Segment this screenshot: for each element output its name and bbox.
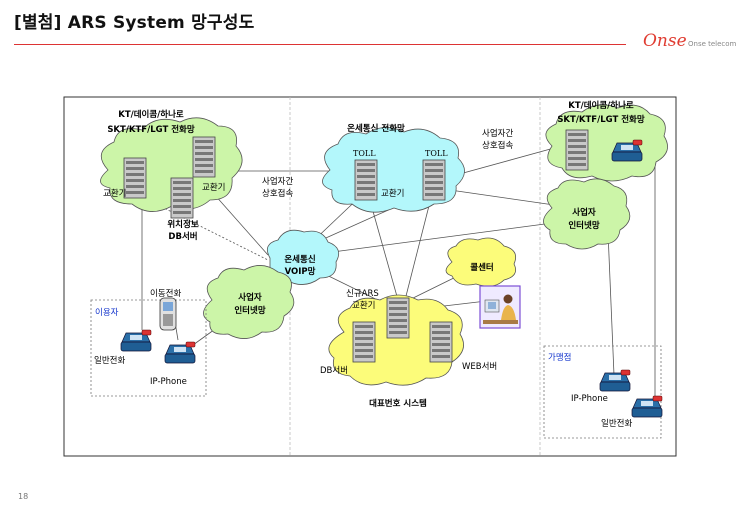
call-center-agent-icon [479, 285, 521, 329]
carrier-network-left-label-2: SKT/KTF/LGT 전화망 [107, 124, 195, 135]
ip-phone-merchant-label: IP-Phone [571, 394, 608, 404]
interconnect-mid-label-2: 상호접속 [262, 188, 293, 199]
interconnect-right-label: 사업자간 [482, 128, 513, 139]
business-internet-cloud-right [543, 178, 631, 250]
switch-left-2 [192, 136, 216, 178]
representative-system-label: 대표번호 시스템 [369, 398, 427, 409]
interconnect-right-label-2: 상호접속 [482, 140, 513, 151]
title-divider [14, 44, 626, 45]
landline-merchant-label: 일반전화 [601, 418, 632, 429]
logo-text: Onse telecom [688, 40, 737, 48]
mobile-phone-label: 이동전화 [150, 288, 181, 299]
switch-left-2-label: 교환기 [202, 182, 225, 193]
switch-left-1 [123, 157, 147, 199]
page-number: 18 [18, 492, 29, 501]
web-server [429, 321, 453, 363]
user-group-box [90, 299, 207, 397]
call-center-cloud [445, 237, 517, 287]
voip-network-label: 온세통신 [284, 254, 315, 265]
business-internet-left-label-2: 인터넷망 [234, 305, 265, 316]
switch-center-label: 교환기 [381, 188, 404, 199]
mobile-phone-icon [159, 297, 177, 331]
call-center-label: 콜센터 [470, 262, 493, 273]
toll-right-label: TOLL [425, 149, 448, 158]
interconnect-mid-label: 사업자간 [262, 176, 293, 187]
logo-mark: Onse [643, 31, 687, 51]
business-internet-left-label: 사업자 [238, 292, 262, 303]
location-db-label-2: DB서버 [168, 231, 197, 242]
business-internet-right-label-2: 인터넷망 [568, 220, 599, 231]
landline-user-label: 일반전화 [94, 355, 125, 366]
toll-left-label: TOLL [353, 149, 376, 158]
user-box-label: 이용자 [95, 307, 119, 318]
page-title: [별첨] ARS System 망구성도 [14, 13, 255, 33]
ip-phone-user-label: IP-Phone [150, 377, 187, 387]
representative-system-cloud [328, 294, 464, 386]
db-server [352, 321, 376, 363]
carrier-network-right-label: KT/데이콤/하나로 [568, 100, 634, 111]
toll-switch-left [354, 159, 378, 201]
carrier-network-right-label-2: SKT/KTF/LGT 전화망 [557, 114, 645, 125]
new-ars-label-2: 교환기 [352, 300, 375, 311]
db-server-label: DB서버 [320, 365, 348, 376]
switch-left-1-label: 교환기 [103, 188, 126, 199]
switch-right [565, 129, 589, 171]
voip-network-label-2: VOIP망 [285, 266, 316, 277]
location-db-label: 위치정보 [167, 219, 198, 230]
web-server-label: WEB서버 [462, 361, 497, 372]
toll-switch-right [422, 159, 446, 201]
onse-phone-network-label: 온세통신 전화망 [347, 123, 405, 134]
carrier-network-left-label: KT/데이콤/하나로 [118, 109, 184, 120]
new-ars-label: 신규ARS [346, 289, 379, 299]
company-logo: Onse Onse telecom [643, 31, 737, 55]
business-internet-right-label: 사업자 [572, 207, 596, 218]
business-internet-cloud-left [203, 265, 295, 339]
merchant-box-label: 가맹점 [548, 352, 571, 363]
merchant-group-box [543, 345, 662, 439]
location-db-server [170, 177, 194, 219]
new-ars-switch [386, 297, 410, 339]
